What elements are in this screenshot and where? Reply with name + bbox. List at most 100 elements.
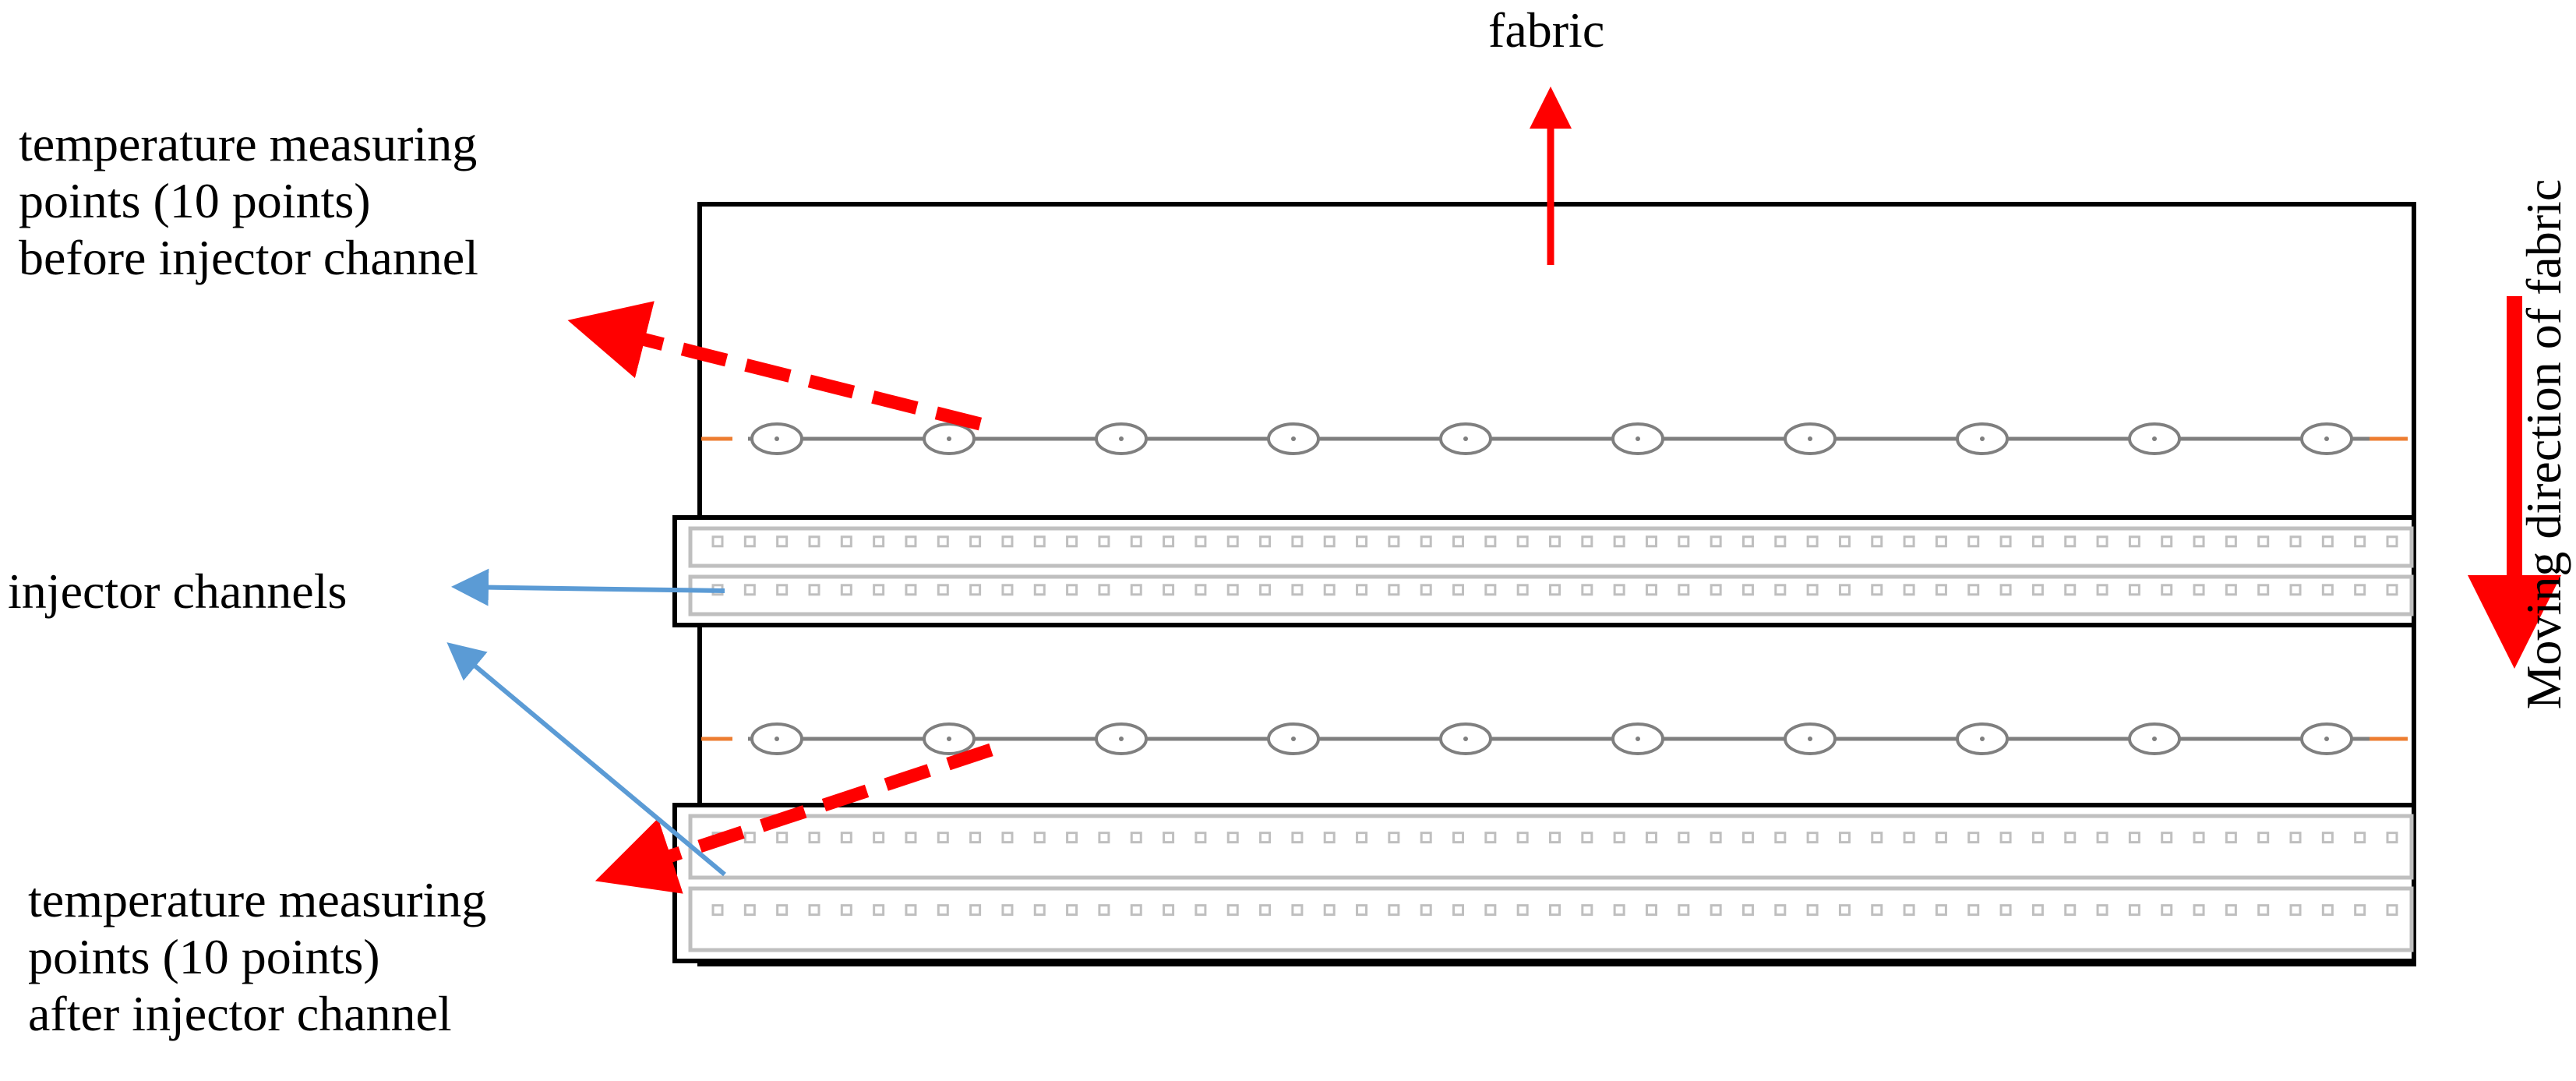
channel-nozzle [1098,584,1110,596]
channel-nozzle [969,584,982,596]
before-label-line-2: points (10 points) [19,173,371,228]
measuring-point-center [947,737,951,741]
channel-nozzle [2225,904,2237,917]
measuring-point-center [2152,737,2157,741]
after-pointer-arrow [595,743,993,894]
channel-nozzle [2257,832,2270,844]
measuring-row-before [701,422,2408,455]
channel-nozzle [1001,584,1014,596]
channel-nozzle [840,832,852,844]
channel-nozzle [1323,584,1336,596]
channel-nozzle [2354,904,2366,917]
channel-nozzle [1098,904,1110,917]
injector-label-text: injector channels [8,563,348,619]
channel-nozzle [1710,904,1722,917]
measuring-point-center [1119,436,1124,441]
channel-nozzle [1710,584,1722,596]
channel-nozzle [1259,584,1272,596]
channel-nozzle [1774,584,1787,596]
channel-nozzle [1581,904,1593,917]
channel-nozzle [1838,535,1851,548]
before-label-line-3: before injector channel [19,230,478,285]
channel-nozzle [2161,584,2173,596]
channel-nozzle [1581,535,1593,548]
channel-nozzle [1935,535,1947,548]
channel-nozzle [1549,535,1561,548]
channel-nozzle [808,832,820,844]
channel-nozzle [2031,584,2044,596]
channel-nozzle [937,535,949,548]
channel-nozzle [1710,535,1722,548]
channel-nozzle [711,535,724,548]
before-pointer-arrow [567,301,983,431]
measuring-point-center [2324,737,2329,741]
channel-nozzle [743,832,756,844]
after-label: temperature measuring points (10 points)… [28,871,486,1042]
channel-nozzle [2354,584,2366,596]
channel-nozzle [1903,904,1915,917]
channel-nozzle [1226,832,1239,844]
channel-nozzle [1001,535,1014,548]
channel-tube [688,574,2414,616]
channel-nozzle [776,584,789,596]
channel-nozzle [1484,584,1497,596]
injector-label: injector channels [8,563,347,620]
channel-nozzle [1163,904,1175,917]
channel-nozzle [1291,584,1304,596]
channel-nozzle [711,904,724,917]
channel-nozzle [2321,832,2334,844]
channel-nozzle [1356,584,1368,596]
channel-nozzle [1741,832,1754,844]
channel-nozzle [1935,832,1947,844]
measuring-row-after [701,722,2408,755]
channel-nozzle [1741,904,1754,917]
channel-nozzle [1226,535,1239,548]
channel-nozzle [2031,904,2044,917]
channel-nozzle [1999,832,2012,844]
channel-nozzle [808,904,820,917]
channel-nozzle [1967,535,1980,548]
channel-nozzle [1163,535,1175,548]
channel-nozzle [937,904,949,917]
channel-nozzle [2193,904,2205,917]
channel-nozzle [1388,904,1400,917]
channel-nozzle [2128,535,2140,548]
channel-nozzle [1613,904,1625,917]
measuring-point-center [947,436,951,441]
channel-nozzle [1066,904,1078,917]
channel-nozzle [1806,535,1819,548]
channel-nozzle [2064,904,2077,917]
channel-nozzle [2386,535,2398,548]
channel-nozzle [1420,535,1432,548]
channel-nozzle [1871,904,1883,917]
channel-nozzle [1098,832,1110,844]
channel-nozzle [969,904,982,917]
channel-nozzle [1549,832,1561,844]
channel-nozzle [1356,535,1368,548]
channel-nozzle [1903,832,1915,844]
channel-nozzle [1259,904,1272,917]
channel-nozzle [1098,535,1110,548]
channel-nozzle [1259,535,1272,548]
channel-nozzle [969,832,982,844]
channel-nozzle [1838,904,1851,917]
channel-nozzle [1645,535,1657,548]
channel-nozzle [2128,832,2140,844]
after-label-line-3: after injector channel [28,986,452,1041]
channel-tube [688,526,2414,568]
channel-nozzle [1967,904,1980,917]
channel-nozzle [1903,584,1915,596]
channel-nozzle [2096,535,2108,548]
after-label-line-2: points (10 points) [28,929,380,984]
channel-nozzle [905,904,917,917]
channel-nozzle [1516,904,1529,917]
channel-nozzle [2128,904,2140,917]
measuring-point-center [1808,737,1812,741]
channel-nozzle [1388,832,1400,844]
channel-nozzle [2064,832,2077,844]
channel-nozzle [1420,904,1432,917]
channel-nozzle [2161,832,2173,844]
channel-nozzle [1226,584,1239,596]
channel-nozzle [1967,584,1980,596]
channel-nozzle [2289,535,2302,548]
